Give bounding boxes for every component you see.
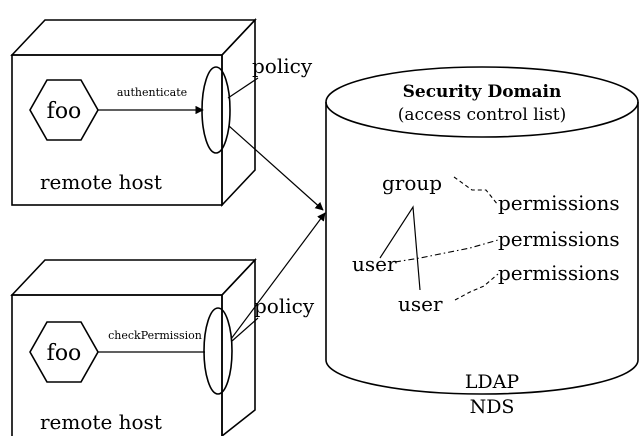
security-domain-title: Security Domain	[403, 82, 562, 102]
policy-port-1	[201, 66, 231, 154]
host1-to-domain-arrow	[228, 125, 324, 211]
group-permission-link	[453, 176, 499, 206]
policy-port-2	[203, 307, 233, 395]
call-label-2: checkPermission	[108, 329, 202, 342]
user-label-1: user	[352, 252, 397, 276]
storage-label-nds: NDS	[470, 396, 515, 418]
client-label-1: foo	[47, 99, 82, 124]
client-label-2: foo	[47, 341, 82, 366]
permissions-label-2: permissions	[498, 227, 620, 251]
security-domain-cylinder-body	[325, 102, 639, 395]
permissions-label-1: permissions	[498, 191, 620, 215]
policy-label-1: policy	[252, 54, 313, 78]
storage-label-ldap: LDAP	[465, 371, 520, 393]
remote-host-label-2: remote host	[40, 410, 162, 434]
security-domain-subtitle: (access control list)	[398, 105, 567, 125]
host2-to-domain-arrow	[230, 212, 326, 340]
policy-leader-2	[231, 317, 259, 342]
group-label: group	[382, 171, 442, 195]
security-domain-cylinder-top	[325, 66, 639, 138]
remote-host-box-1	[10, 17, 257, 208]
policy-leader-1	[227, 77, 259, 99]
user-label-2: user	[398, 292, 443, 316]
remote-host-label-1: remote host	[40, 170, 162, 194]
group-user-links	[379, 205, 421, 291]
user2-permission-link	[454, 273, 499, 301]
call-label-1: authenticate	[117, 86, 187, 99]
remote-host-box-2	[10, 257, 257, 436]
permissions-label-3: permissions	[498, 261, 620, 285]
user1-permission-link	[394, 239, 499, 263]
policy-label-2: policy	[254, 294, 315, 318]
